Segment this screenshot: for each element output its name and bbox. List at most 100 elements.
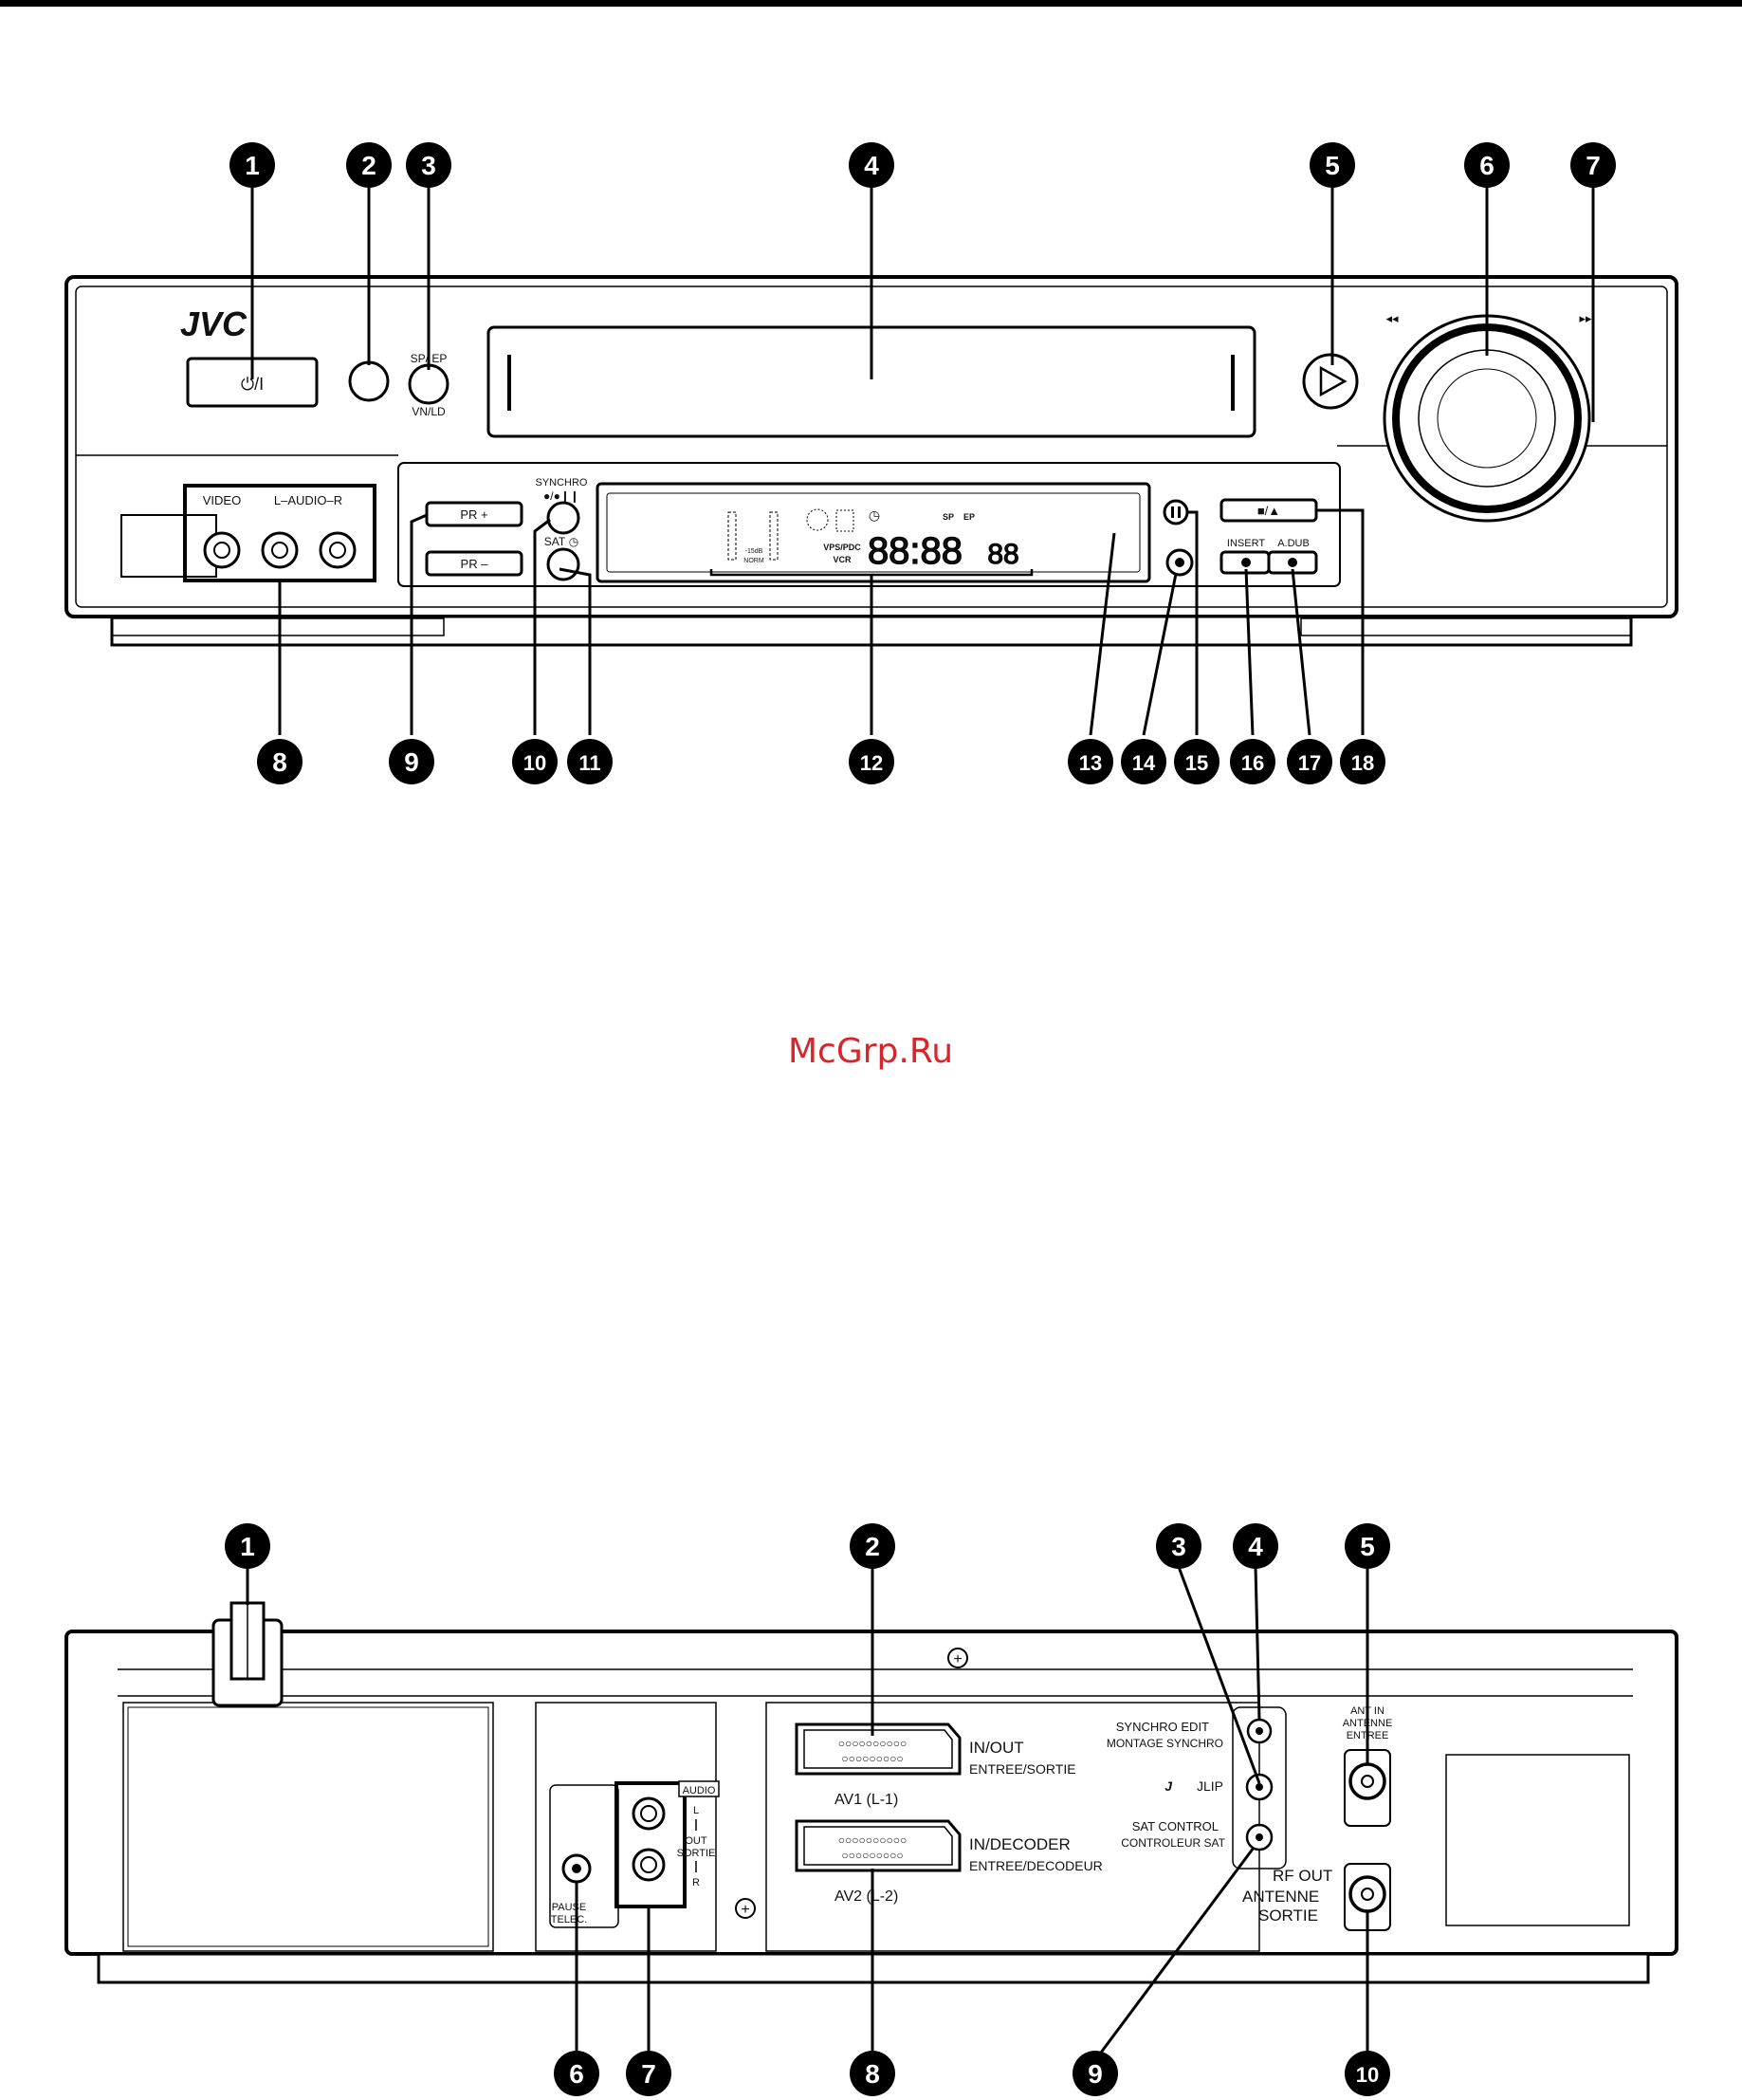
- front-callout-15-text: 15: [1185, 751, 1208, 775]
- front-callout-4-text: 4: [864, 151, 879, 180]
- pr-plus-label: PR +: [460, 507, 487, 522]
- rear-callout-8-text: 8: [865, 2059, 880, 2089]
- rear-callout-5-text: 5: [1360, 1532, 1375, 1561]
- front-callout-13: [1068, 739, 1113, 784]
- sat-button[interactable]: [546, 547, 580, 581]
- audio-label-box: [678, 1780, 720, 1797]
- front-base-right: [1300, 617, 1632, 636]
- rear-callout-8: [850, 2051, 895, 2096]
- front-callout-12: [849, 739, 894, 784]
- adub-label: A.DUB: [1277, 538, 1310, 549]
- rear-callout-3: [1156, 1523, 1201, 1569]
- av2-title: IN/DECODER: [969, 1835, 1071, 1853]
- display-clock-icon: ◷: [869, 507, 880, 523]
- rear-callout-10-text: 10: [1356, 2063, 1379, 2087]
- rear-callout-1-text: 1: [240, 1532, 255, 1561]
- synchro-button[interactable]: [546, 501, 580, 535]
- audio-sortie-label: SORTIE: [677, 1848, 716, 1859]
- av1-title: IN/OUT: [969, 1739, 1024, 1757]
- av1-pins: ○○○○○○○○○○: [838, 1737, 907, 1750]
- front-callout-17-text: 17: [1298, 751, 1321, 775]
- synchro-edit-label: SYNCHRO EDIT: [1116, 1720, 1209, 1734]
- telec-label: TELEC.: [551, 1914, 588, 1925]
- av1-scart-inner: [803, 1729, 953, 1769]
- jog-wheel: [1418, 349, 1556, 488]
- front-audio-r-jack-hole: [329, 542, 346, 559]
- display-sp-label: SP: [943, 512, 954, 522]
- front-callout-6-text: 6: [1479, 151, 1494, 180]
- rf-out-label: RF OUT: [1273, 1867, 1332, 1885]
- front-callout-13-text: 13: [1079, 751, 1102, 775]
- ffwd-icon: ▸▸: [1579, 311, 1592, 325]
- audio-out-r-jack-hole: [640, 1856, 657, 1873]
- pause-icon-bar-1: [1171, 507, 1174, 518]
- front-jacks-door: [120, 514, 217, 578]
- front-callout-1-text: 1: [245, 151, 260, 180]
- av2-name: AV2 (L-2): [834, 1888, 898, 1905]
- front-panel: JVC ⏻/I SP/ EP VN/LD ◂◂ ▸▸ VIDEO L–AUDIO…: [64, 275, 1678, 647]
- insert-label: INSERT: [1227, 538, 1265, 549]
- front-callout-12-text: 12: [860, 751, 883, 775]
- display-vps-label: VPS/PDC: [823, 543, 861, 552]
- front-base-left: [111, 617, 445, 636]
- play-button[interactable]: [1302, 353, 1359, 410]
- pr-minus-label: PR –: [461, 557, 489, 571]
- vn-ld-label: VN/LD: [412, 405, 446, 418]
- av2-scart[interactable]: [795, 1819, 962, 1872]
- av2-pins-2: ○○○○○○○○○: [841, 1849, 903, 1862]
- rear-callout-2: [850, 1523, 895, 1569]
- screw-mid-cross: +: [741, 1902, 749, 1918]
- rear-callout-7: [626, 2051, 671, 2096]
- sat-control-label: SAT CONTROL: [1132, 1819, 1219, 1833]
- pause-icon-bar-2: [1178, 507, 1181, 518]
- av1-scart[interactable]: [795, 1722, 962, 1776]
- sp-ep-button[interactable]: [408, 363, 449, 405]
- front-callout-17: [1287, 739, 1332, 784]
- front-callout-1: [229, 142, 275, 188]
- rear-callout-10: [1345, 2051, 1390, 2096]
- front-callout-14-text: 14: [1132, 751, 1156, 775]
- audio-out-panel: [614, 1781, 687, 1908]
- stop-eject-label: ■/▲: [1257, 504, 1280, 518]
- pr-minus-button[interactable]: [425, 550, 523, 577]
- adub-icon: [1288, 558, 1297, 567]
- front-callout-18: [1340, 739, 1385, 784]
- display-db-label: -15dB: [745, 548, 763, 555]
- front-callout-3-text: 3: [421, 151, 436, 180]
- screw-top-cross: +: [953, 1651, 962, 1667]
- rear-callout-4-text: 4: [1248, 1532, 1263, 1561]
- rear-callouts: 1 2 3 4 5 6 7 8 9 10: [225, 1523, 1390, 2096]
- synchro-symbol: ●/●❙❙: [543, 489, 579, 503]
- front-callout-9-text: 9: [404, 747, 419, 777]
- pr-plus-button[interactable]: [425, 501, 523, 527]
- rear-callout-3-text: 3: [1171, 1532, 1186, 1561]
- front-video-jack-hole: [213, 542, 230, 559]
- front-callout-15: [1174, 739, 1219, 784]
- level-meter: [727, 511, 779, 561]
- rear-callout-1: [225, 1523, 270, 1569]
- av2-pins: ○○○○○○○○○○: [838, 1833, 907, 1847]
- front-callout-5: [1310, 142, 1355, 188]
- display-grid-icon: [835, 509, 854, 532]
- jlip-icon: J: [1164, 1778, 1173, 1794]
- timer-button[interactable]: [348, 360, 390, 402]
- record-icon: [1175, 558, 1184, 567]
- display-seconds: 88: [987, 539, 1018, 570]
- ant-in-jack-hole: [1361, 1775, 1374, 1788]
- front-callout-11-text: 11: [578, 751, 600, 775]
- sat-control-jack-hole: [1256, 1833, 1263, 1841]
- front-callout-6: [1464, 142, 1510, 188]
- pause-button[interactable]: [1163, 499, 1189, 525]
- front-callout-3: [406, 142, 451, 188]
- display-inner: [606, 492, 1141, 573]
- display-norm-label: NORM: [743, 558, 764, 564]
- front-callout-8-text: 8: [272, 747, 287, 777]
- watermark: McGrp.Ru: [788, 1032, 953, 1071]
- jlip-label: JLIP: [1197, 1778, 1223, 1794]
- rear-vent-left: [122, 1702, 494, 1952]
- front-callout-4: [849, 142, 894, 188]
- av2-scart-inner: [803, 1826, 953, 1866]
- montage-synchro-label: MONTAGE SYNCHRO: [1107, 1737, 1223, 1750]
- synchro-label: SYNCHRO: [535, 477, 587, 488]
